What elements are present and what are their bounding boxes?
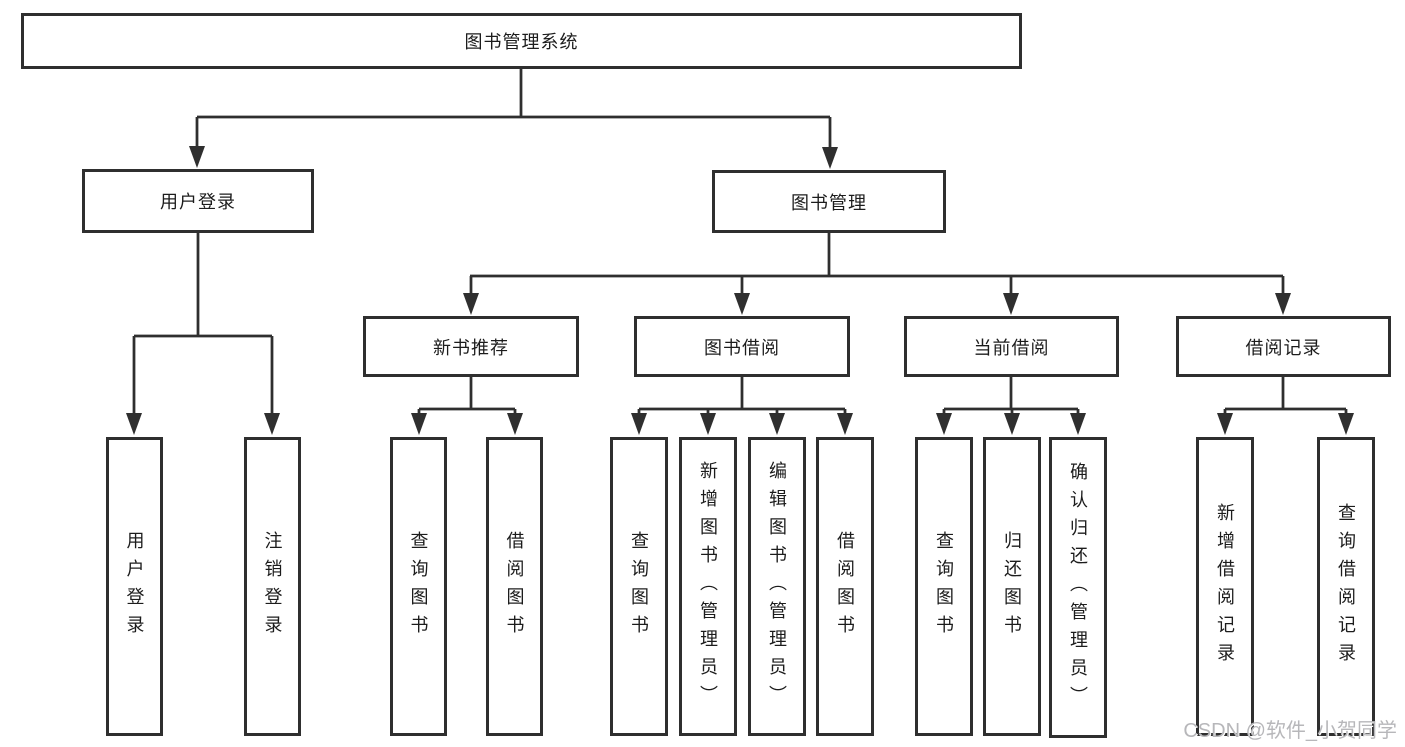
node-book-management: 图书管理 xyxy=(712,170,946,233)
node-borrow-records: 借阅记录 xyxy=(1176,316,1391,377)
leaf-query-books-recommend-label: 查询图书 xyxy=(408,530,429,643)
leaf-query-books-current: 查询图书 xyxy=(915,437,973,736)
leaf-query-books-borrow-label: 查询图书 xyxy=(629,530,649,643)
leaf-query-books-current-label: 查询图书 xyxy=(934,530,954,643)
node-borrow-records-label: 借阅记录 xyxy=(1245,337,1322,358)
leaf-borrow-books-recommend: 借阅图书 xyxy=(486,437,543,736)
node-new-book-recommend-label: 新书推荐 xyxy=(433,337,509,358)
node-user-login-label: 用户登录 xyxy=(160,192,236,212)
leaf-return-book: 归还图书 xyxy=(983,437,1041,736)
leaf-query-books-recommend: 查询图书 xyxy=(390,437,447,736)
leaf-borrow-books-2-label: 借阅图书 xyxy=(835,530,855,643)
leaf-logout: 注销登录 xyxy=(244,437,301,736)
node-current-borrow: 当前借阅 xyxy=(904,316,1119,377)
watermark: CSDN @软件_小贺同学 xyxy=(1183,720,1397,742)
leaf-add-borrow-record: 新增借阅记录 xyxy=(1196,437,1254,736)
leaf-query-books-borrow: 查询图书 xyxy=(610,437,668,736)
leaf-query-borrow-record-label: 查询借阅记录 xyxy=(1336,502,1356,671)
leaf-query-borrow-record: 查询借阅记录 xyxy=(1317,437,1375,736)
node-user-login: 用户登录 xyxy=(82,169,314,233)
leaf-edit-book-admin-label: 编辑图书（管理员） xyxy=(767,460,787,713)
node-root-label: 图书管理系统 xyxy=(464,32,579,52)
leaf-logout-label: 注销登录 xyxy=(262,530,283,643)
node-new-book-recommend: 新书推荐 xyxy=(363,316,579,377)
leaf-borrow-books-2: 借阅图书 xyxy=(816,437,874,736)
leaf-add-book-admin: 新增图书（管理员） xyxy=(679,437,737,736)
leaf-user-login: 用户登录 xyxy=(106,437,163,736)
node-root: 图书管理系统 xyxy=(21,13,1022,69)
leaf-user-login-label: 用户登录 xyxy=(124,530,145,643)
node-book-borrow: 图书借阅 xyxy=(634,316,850,377)
leaf-confirm-return-admin: 确认归还（管理员） xyxy=(1049,437,1107,738)
leaf-borrow-books-recommend-label: 借阅图书 xyxy=(504,530,525,643)
node-book-management-label: 图书管理 xyxy=(791,192,867,213)
node-book-borrow-label: 图书借阅 xyxy=(704,337,780,358)
node-current-borrow-label: 当前借阅 xyxy=(973,337,1050,358)
leaf-add-book-admin-label: 新增图书（管理员） xyxy=(698,460,718,713)
leaf-confirm-return-admin-label: 确认归还（管理员） xyxy=(1068,461,1088,714)
leaf-return-book-label: 归还图书 xyxy=(1002,530,1022,643)
leaf-edit-book-admin: 编辑图书（管理员） xyxy=(748,437,806,736)
leaf-add-borrow-record-label: 新增借阅记录 xyxy=(1215,502,1235,671)
